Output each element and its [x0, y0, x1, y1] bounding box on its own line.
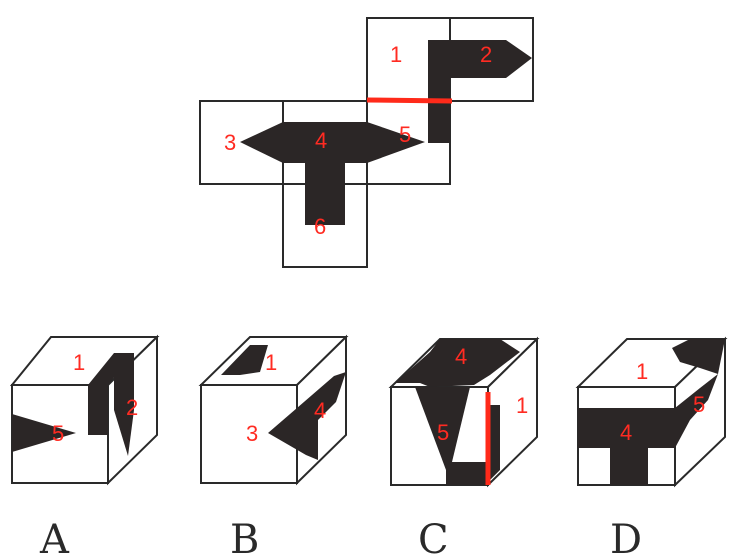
option-c-label-1: 1	[516, 393, 528, 418]
option-b-label-1: 1	[265, 350, 277, 375]
net-label-6: 6	[314, 214, 326, 239]
option-d-front-band	[578, 408, 675, 485]
option-c-label-5: 5	[437, 420, 449, 445]
option-b-letter[interactable]: B	[230, 517, 259, 558]
net-label-2: 2	[480, 42, 492, 67]
net-label-3: 3	[224, 130, 236, 155]
option-a-label-2: 2	[126, 395, 138, 420]
option-c-front-base	[446, 462, 488, 485]
option-a-letter[interactable]: A	[39, 517, 70, 558]
option-c-side-bar	[488, 405, 500, 482]
option-d-top-band	[672, 339, 725, 374]
option-a-front-stem	[88, 385, 108, 435]
option-d-letter[interactable]: D	[610, 517, 642, 558]
option-b-side-arrow	[268, 372, 346, 460]
net-pattern-band	[240, 122, 425, 163]
net-highlight-edge	[366, 97, 453, 104]
net-label-5: 5	[399, 122, 411, 147]
net-pattern-upper	[428, 40, 532, 101]
option-b-label-3: 3	[246, 421, 258, 446]
option-d-cube[interactable]: 1 4 5	[575, 336, 728, 488]
option-a-cube[interactable]: 1 5 2	[9, 334, 160, 486]
option-b-front	[200, 384, 298, 484]
option-a-side-arrow	[114, 353, 134, 456]
option-c-front-wedge	[415, 387, 470, 470]
option-c-top-pattern	[395, 339, 520, 387]
option-b-top-band	[221, 345, 268, 375]
net-label-1: 1	[390, 42, 402, 67]
option-a-label-5: 5	[52, 421, 64, 446]
option-d-side-band	[675, 374, 718, 448]
net-pattern-t-stem	[305, 163, 345, 225]
option-c-letter[interactable]: C	[418, 517, 449, 558]
cube-net: 1 2 3 4 5 6	[199, 17, 534, 268]
option-a-front-arrow	[12, 414, 76, 452]
option-c-cube[interactable]: 4 5 1	[388, 336, 540, 488]
option-d-label-1: 1	[636, 359, 648, 384]
net-pattern-stem	[428, 101, 450, 143]
option-c-label-4: 4	[455, 344, 467, 369]
option-b-cube[interactable]: 1 3 4	[198, 334, 349, 486]
option-a-label-1: 1	[73, 350, 85, 375]
option-d-label-4: 4	[620, 420, 632, 445]
option-b-label-4: 4	[314, 398, 326, 423]
net-label-4: 4	[315, 128, 327, 153]
option-d-label-5: 5	[693, 392, 705, 417]
